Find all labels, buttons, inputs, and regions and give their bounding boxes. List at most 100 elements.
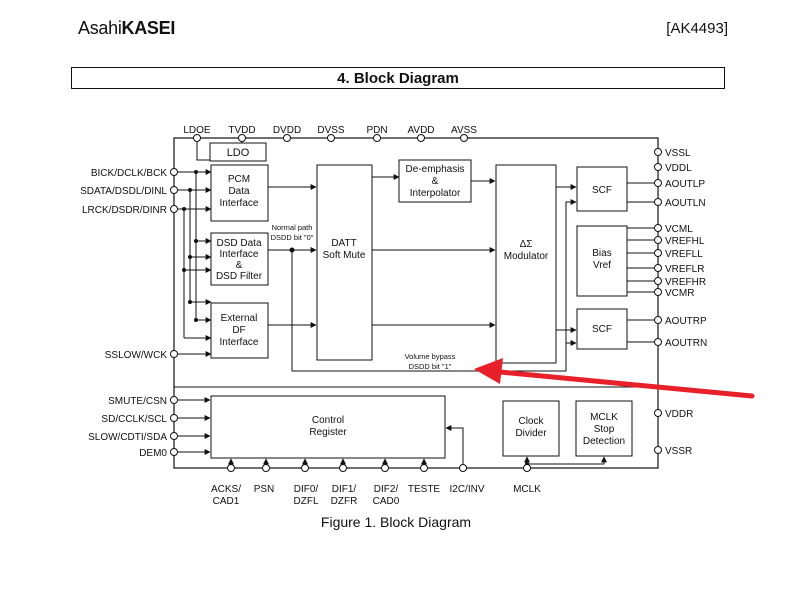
clk-line: Divider	[515, 428, 547, 439]
pin-dif1: DIF1/DZFR	[331, 464, 357, 507]
bias-line: Bias	[592, 248, 611, 259]
top-pins: LDOE TVDD DVDD DVSS PDN AVDD AVSS	[183, 125, 477, 142]
scf-bottom-block: SCF	[576, 308, 628, 350]
highlight-arrow	[474, 358, 755, 399]
pin-dif0: DIF0/DZFL	[294, 464, 319, 507]
pin-sdata: SDATA/DSDL/DINL	[80, 186, 178, 197]
company-logo: AsahiKASEI	[78, 18, 175, 39]
pin-label: SD/CCLK/SCL	[101, 414, 167, 425]
pin-label: LRCK/DSDR/DINR	[82, 205, 167, 216]
pin-vssr: VSSR	[654, 446, 692, 457]
pin-label: AOUTRP	[665, 316, 707, 327]
pin-teste: TESTE	[408, 464, 441, 495]
pin-vcmr: VCMR	[654, 288, 694, 299]
clock-wiring	[524, 456, 607, 468]
pin-mclk: MCLK	[513, 464, 541, 495]
pin-vreflr: VREFLR	[654, 264, 704, 275]
pin-label: VREFHL	[665, 236, 705, 247]
pin-label: CAD1	[213, 496, 240, 507]
pin-sd: SD/CCLK/SCL	[101, 414, 178, 425]
pin-label: AVSS	[451, 125, 477, 136]
right-pins	[627, 182, 654, 343]
pin-label: DVDD	[273, 125, 301, 136]
pin-label: AVDD	[407, 125, 434, 136]
pin-dem0: DEM0	[139, 448, 178, 459]
mclk-line: MCLK	[590, 412, 618, 423]
pin-vcml: VCML	[654, 224, 693, 235]
pin-vddr: VDDR	[654, 409, 693, 420]
pin-label: VREFHR	[665, 277, 706, 288]
ctrl-line: Control	[312, 415, 344, 426]
ext-line: Interface	[220, 337, 259, 348]
pcm-line: PCM	[228, 174, 250, 185]
dsd-line: &	[236, 260, 243, 271]
datt-line: Soft Mute	[323, 250, 366, 261]
pin-label: SSLOW/WCK	[105, 350, 168, 361]
pin-dvss: DVSS	[317, 125, 345, 142]
pin-i2c: I2C/INV	[449, 464, 485, 495]
clk-line: Clock	[518, 416, 544, 427]
pin-vrefhr: VREFHR	[654, 277, 706, 288]
pin-acks: ACKS/CAD1	[211, 464, 241, 507]
pin-label: AOUTRN	[665, 338, 707, 349]
scf-top-block: SCF	[576, 166, 628, 212]
mclk-line: Detection	[583, 436, 625, 447]
dsd-line: Interface	[220, 249, 259, 260]
pin-label: DZFL	[294, 496, 319, 507]
bottom-pins: ACKS/CAD1 PSN DIF0/DZFL DIF1/DZFR DIF2/C…	[211, 464, 541, 507]
pin-aoutrp: AOUTRP	[654, 316, 707, 327]
scf-top-label: SCF	[592, 185, 612, 196]
pin-label: DIF2/	[374, 484, 399, 495]
pin-aoutlp: AOUTLP	[654, 179, 705, 190]
pin-label: TESTE	[408, 484, 441, 495]
deemph-line: &	[432, 176, 439, 187]
pin-label: TVDD	[228, 125, 255, 136]
pin-label: LDOE	[183, 125, 211, 136]
svg-text:De-emphasis&Interpolator: De-emphasis&Interpolator	[406, 164, 465, 199]
pin-label: MCLK	[513, 484, 541, 495]
pin-vrefhl: VREFHL	[654, 236, 705, 247]
pin-label: VREFLL	[665, 249, 703, 260]
deemph-line: De-emphasis	[406, 164, 465, 175]
pin-dif2: DIF2/CAD0	[373, 464, 400, 507]
pin-label: VCMR	[665, 288, 694, 299]
pin-label: DIF0/	[294, 484, 319, 495]
caption-text: Figure 1. Block Diagram	[320, 514, 472, 530]
pin-aoutrn: AOUTRN	[654, 338, 707, 349]
ext-line: DF	[232, 325, 245, 336]
pin-psn: PSN	[254, 464, 275, 495]
pin-label: VDDL	[665, 163, 692, 174]
pin-label: VSSR	[665, 446, 692, 457]
pin-label: PSN	[254, 484, 275, 495]
mod-line: Modulator	[504, 251, 549, 262]
ldo-block: LDO	[196, 142, 267, 162]
section-title-bar: 4. Block Diagram	[71, 67, 725, 89]
bias-line: Vref	[593, 260, 611, 271]
datt-line: DATT	[331, 238, 356, 249]
pin-label: BICK/DCLK/BCK	[91, 168, 167, 179]
figure-caption: Figure 1. Block Diagram	[0, 514, 800, 530]
pin-label: VREFLR	[665, 264, 704, 275]
pin-lrck: LRCK/DSDR/DINR	[82, 205, 178, 216]
pin-avdd: AVDD	[407, 125, 435, 142]
logo-bold-text: KASEI	[121, 18, 176, 38]
pin-ldoe: LDOE	[183, 125, 211, 142]
